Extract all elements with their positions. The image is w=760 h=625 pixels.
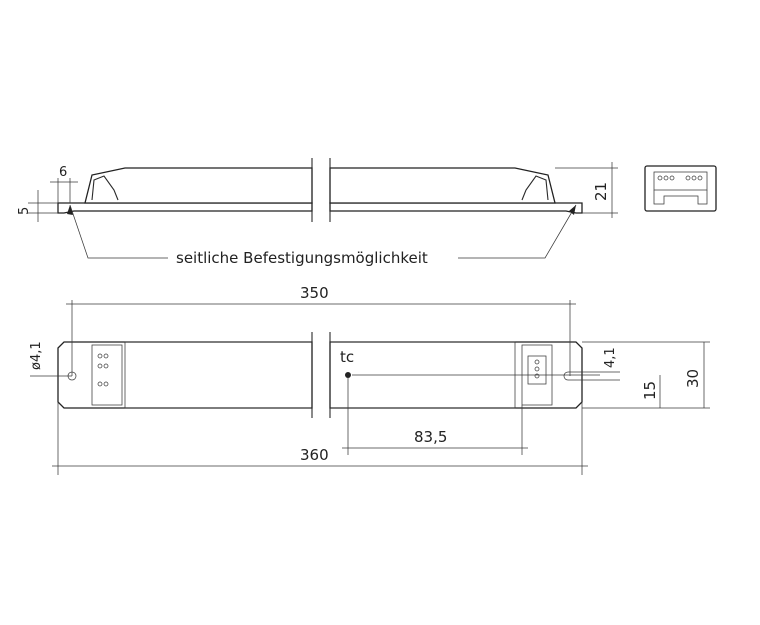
side-view: 21 5 6 seitliche Befestigungsmöglichkeit	[17, 158, 618, 267]
flange-height-dimension: 5	[17, 207, 32, 215]
hole-diameter-dimension: ø4,1	[29, 341, 44, 370]
mounting-distance-dimension: 350	[300, 284, 329, 302]
mounting-note: seitliche Befestigungsmöglichkeit	[176, 249, 428, 267]
top-view: tc ø4,1 4,1 15 30 350 83,5 360	[29, 284, 710, 475]
total-length-dimension: 360	[300, 446, 329, 464]
end-view	[644, 165, 717, 212]
tc-distance-dimension: 83,5	[414, 428, 447, 446]
hole-offset-dimension: 15	[641, 381, 659, 400]
slot-width-dimension: 4,1	[603, 347, 618, 368]
tc-point	[345, 372, 351, 378]
flange-width-dimension: 6	[59, 165, 67, 180]
width-dimension: 30	[684, 369, 702, 388]
height-dimension: 21	[592, 182, 610, 201]
tc-label: tc	[340, 348, 354, 366]
